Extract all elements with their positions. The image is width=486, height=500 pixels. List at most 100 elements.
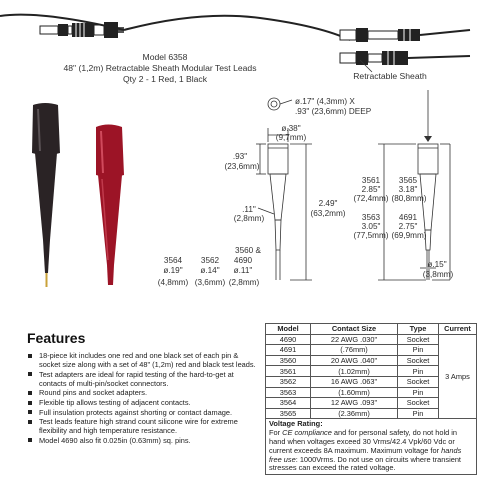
tip-3564-model: 3564 xyxy=(163,256,183,265)
pin-body xyxy=(417,143,439,175)
rating-ce-emphasis: CE compliance xyxy=(282,428,332,438)
tip-3560-dia: ø.11" xyxy=(233,266,253,275)
spec-table: Model Contact Size Type Current 4690 22 … xyxy=(265,323,477,420)
dim-3565-mm: (80,8mm) xyxy=(391,194,427,203)
cell-model: 4691 xyxy=(265,344,311,356)
cell-model: 3560 xyxy=(265,354,311,367)
cell-type: Socket xyxy=(397,397,439,409)
dimension-drawing xyxy=(256,90,451,281)
voltage-rating: Voltage Rating: For CE compliance and fo… xyxy=(265,419,477,476)
dim-3563-model: 3563 xyxy=(361,213,381,222)
cell-contact: (2.36mm) xyxy=(310,407,398,420)
cell-type: Pin xyxy=(397,365,439,377)
tip-3564-dia: ø.19" xyxy=(163,266,183,275)
dim-3565-in: 3.18" xyxy=(398,185,418,194)
dim-top-dia: ø.17" (4,3mm) X xyxy=(295,97,355,106)
red-probe xyxy=(96,124,124,285)
table-row: 3561 (1.02mm) Pin xyxy=(265,365,477,377)
model-number: Model 6358 xyxy=(142,52,188,62)
cell-type: Pin xyxy=(397,407,439,420)
tip-3560-model: 3560 & xyxy=(235,246,261,255)
features-heading: Features xyxy=(27,330,86,346)
table-row: 3562 16 AWG .063" Socket xyxy=(265,375,477,388)
rating-hf-emphasis: hands free use xyxy=(269,445,462,464)
dim-len-249: 2.49" xyxy=(318,199,338,208)
dim-len-93-mm: (23,6mm) xyxy=(224,162,260,171)
spec-block: Model Contact Size Type Current 4690 22 … xyxy=(265,323,477,476)
tip-3562-model: 3562 xyxy=(200,256,220,265)
table-row: 3560 20 AWG .040" Socket xyxy=(265,354,477,367)
col-contact-size: Contact Size xyxy=(310,323,398,335)
cell-model: 3563 xyxy=(265,386,311,399)
cell-type: Socket xyxy=(397,333,439,346)
col-current: Current xyxy=(438,323,477,335)
cell-current: 3 Amps xyxy=(438,333,477,420)
tip-3564-mm: (4,8mm) xyxy=(157,278,189,287)
dim-body-dia-mm: (9,7mm) xyxy=(275,133,307,142)
sheath-label: Retractable Sheath xyxy=(353,71,427,81)
feature-item: Flexible tip allows testing of adjacent … xyxy=(27,398,257,407)
table-row: 3565 (2.36mm) Pin xyxy=(265,407,477,420)
rating-ce-prefix: For xyxy=(269,428,281,438)
right-plug-bottom xyxy=(339,51,471,65)
feature-item: Round pins and socket adapters. xyxy=(27,388,257,397)
dim-3561-model: 3561 xyxy=(361,176,381,185)
dim-3561-mm: (72,4mm) xyxy=(353,194,389,203)
feature-item: Full insulation protects against shortin… xyxy=(27,408,257,417)
cable-wire xyxy=(123,14,351,41)
dim-top-deep: .93" (23,6mm) DEEP xyxy=(295,107,372,116)
tip-3560-mm: (2,8mm) xyxy=(228,278,260,287)
cell-type: Socket xyxy=(397,354,439,367)
dim-len-93: .93" xyxy=(232,152,248,161)
dim-right-tip-mm: (3,8mm) xyxy=(422,270,454,279)
socket-top-view xyxy=(267,97,281,111)
cell-contact: 16 AWG .063" xyxy=(310,375,398,388)
cell-type: Pin xyxy=(397,344,439,356)
dim-4691-in: 2.75" xyxy=(398,222,418,231)
cell-type: Socket xyxy=(397,375,439,388)
cell-model: 4690 xyxy=(265,333,311,346)
table-header-row: Model Contact Size Type Current xyxy=(265,323,477,335)
dim-4691-model: 4691 xyxy=(398,213,418,222)
cell-contact: 22 AWG .030" xyxy=(310,333,398,346)
dim-3565-model: 3565 xyxy=(398,176,418,185)
cell-contact: (1.60mm) xyxy=(310,386,398,399)
cell-contact: (.76mm) xyxy=(310,344,398,356)
dim-len-11: .11" xyxy=(242,205,256,214)
table-row: 4691 (.76mm) Pin xyxy=(265,344,477,356)
features-list: 18-piece kit includes one red and one bl… xyxy=(27,351,257,445)
tip-3562-mm: (3,6mm) xyxy=(194,278,226,287)
rating-hf-text: : 1000Vrms. Do not use on circuits where… xyxy=(269,454,461,473)
voltage-rating-title: Voltage Rating: xyxy=(269,419,323,429)
feature-item: Model 4690 also fit 0.025in (0.63mm) sq.… xyxy=(27,436,257,445)
dim-body-dia: ø.38" xyxy=(281,124,301,133)
table-row: 3563 (1.60mm) Pin xyxy=(265,386,477,399)
product-qty: Qty 2 - 1 Red, 1 Black xyxy=(122,74,208,84)
feature-item: Test leads feature high strand count sil… xyxy=(27,417,257,435)
tip-4690-model: 4690 xyxy=(233,256,253,265)
table-row: 3564 12 AWG .093" Socket xyxy=(265,397,477,409)
tip-3562-dia: ø.14" xyxy=(200,266,220,275)
black-probe xyxy=(32,103,60,287)
cell-type: Pin xyxy=(397,386,439,399)
cable-illustration xyxy=(0,13,471,73)
dim-len-11-mm: (2,8mm) xyxy=(233,214,265,223)
dim-right-tip-dia: ø.15" xyxy=(427,260,447,269)
dim-3563-in: 3.05" xyxy=(361,222,381,231)
table-row: 4690 22 AWG .030" Socket 3 Amps xyxy=(265,333,477,420)
cell-contact: 12 AWG .093" xyxy=(310,397,398,409)
feature-item: 18-piece kit includes one red and one bl… xyxy=(27,351,257,369)
cell-model: 3562 xyxy=(265,375,311,388)
right-plug-top xyxy=(339,28,471,42)
product-subtitle: 48" (1,2m) Retractable Sheath Modular Te… xyxy=(63,63,257,73)
feature-item: Test adapters are ideal for rapid testin… xyxy=(27,370,257,388)
probe-photo xyxy=(32,103,124,287)
cell-model: 3564 xyxy=(265,397,311,409)
dim-3563-mm: (77,5mm) xyxy=(353,231,389,240)
col-type: Type xyxy=(397,323,439,335)
cell-contact: 20 AWG .040" xyxy=(310,354,398,367)
dim-4691-mm: (69,9mm) xyxy=(391,231,427,240)
dim-len-249-mm: (63,2mm) xyxy=(310,209,346,218)
cell-contact: (1.02mm) xyxy=(310,365,398,377)
col-model: Model xyxy=(265,323,311,335)
